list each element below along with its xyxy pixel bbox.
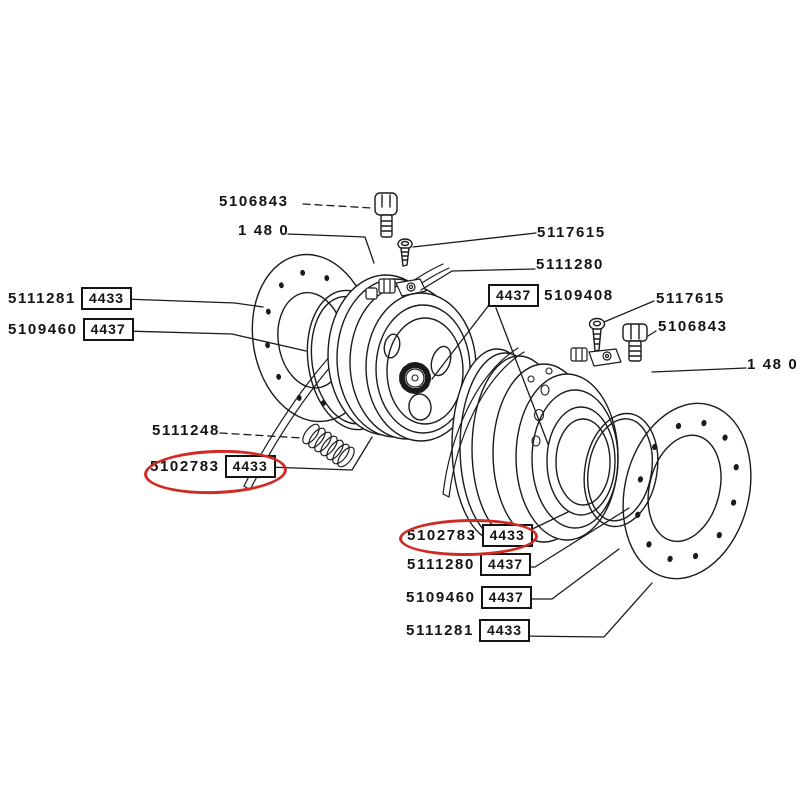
callout-drum-left-circled: 5102783 4433 [150, 455, 276, 478]
hex-bolt-right [622, 323, 648, 362]
ref-code-box: 4433 [481, 524, 533, 547]
part-number: 5111281 [8, 289, 76, 307]
callout-bolt-top-left: 5106843 [219, 193, 289, 211]
part-number: 5109460 [8, 320, 78, 338]
left-drum-top-fittings [365, 278, 427, 300]
callout-bolt-right: 5106843 [658, 318, 728, 336]
callout-gasket-left: 5109460 4437 [8, 318, 134, 341]
brake-drum-left [327, 274, 477, 442]
callout-flange-left-top: 5111281 4433 [8, 287, 133, 310]
hex-bolt-top-left [374, 192, 398, 238]
ref-code-box: 4433 [80, 287, 133, 310]
part-number: 5102783 [407, 526, 477, 544]
part-number: 5106843 [658, 318, 728, 335]
part-number: 5109408 [544, 286, 614, 304]
callout-assembly-ref-right: 1 48 0 [747, 356, 798, 374]
part-number: 5111281 [406, 621, 474, 639]
part-number: 5111280 [536, 256, 604, 273]
spline-hub-left [399, 362, 431, 394]
callout-flange-right-bottom: 5111281 4433 [406, 619, 531, 642]
part-number: 5102783 [150, 457, 220, 475]
screw-right [588, 317, 606, 352]
callout-screw-top-left: 5117615 [537, 224, 606, 242]
callout-screw-right: 5117615 [656, 290, 725, 308]
seal-band-right [442, 347, 525, 498]
right-drum-top-fittings [570, 347, 622, 367]
brake-drum-right [451, 348, 619, 543]
part-number: 5111248 [152, 422, 220, 439]
ref-code-box: 4433 [224, 455, 276, 478]
callout-seal-top: 5111280 [536, 256, 604, 274]
flange-disc-right [622, 402, 752, 580]
bolt-holes-right-flange [635, 419, 739, 563]
part-number: 5117615 [656, 290, 725, 307]
part-number: 5106843 [219, 193, 289, 210]
part-number: 1 48 0 [238, 222, 290, 239]
callout-spring: 5111248 [152, 422, 220, 440]
callout-seal-right: 5111280 4437 [407, 553, 532, 576]
callout-assembly-ref-left: 1 48 0 [238, 222, 289, 240]
callout-gasket-mid: 4437 5109408 [488, 284, 614, 307]
drum-right-details [527, 367, 553, 447]
leader-lines [122, 203, 747, 638]
ref-code-box: 4437 [488, 284, 540, 307]
part-number: 5117615 [537, 224, 606, 241]
part-number: 5109460 [406, 588, 476, 606]
screw-top-left [397, 238, 413, 267]
ref-code-box: 4433 [478, 619, 531, 642]
ref-code-box: 4437 [82, 318, 134, 341]
spring [302, 423, 355, 468]
part-number: 5111280 [407, 555, 475, 573]
seal-ring-right [583, 412, 659, 528]
ref-code-box: 4437 [479, 553, 532, 576]
ref-code-box: 4437 [480, 586, 532, 609]
callout-gasket-right: 5109460 4437 [406, 586, 532, 609]
part-number: 1 48 0 [747, 356, 799, 373]
callout-drum-right-circled: 5102783 4433 [407, 524, 533, 547]
